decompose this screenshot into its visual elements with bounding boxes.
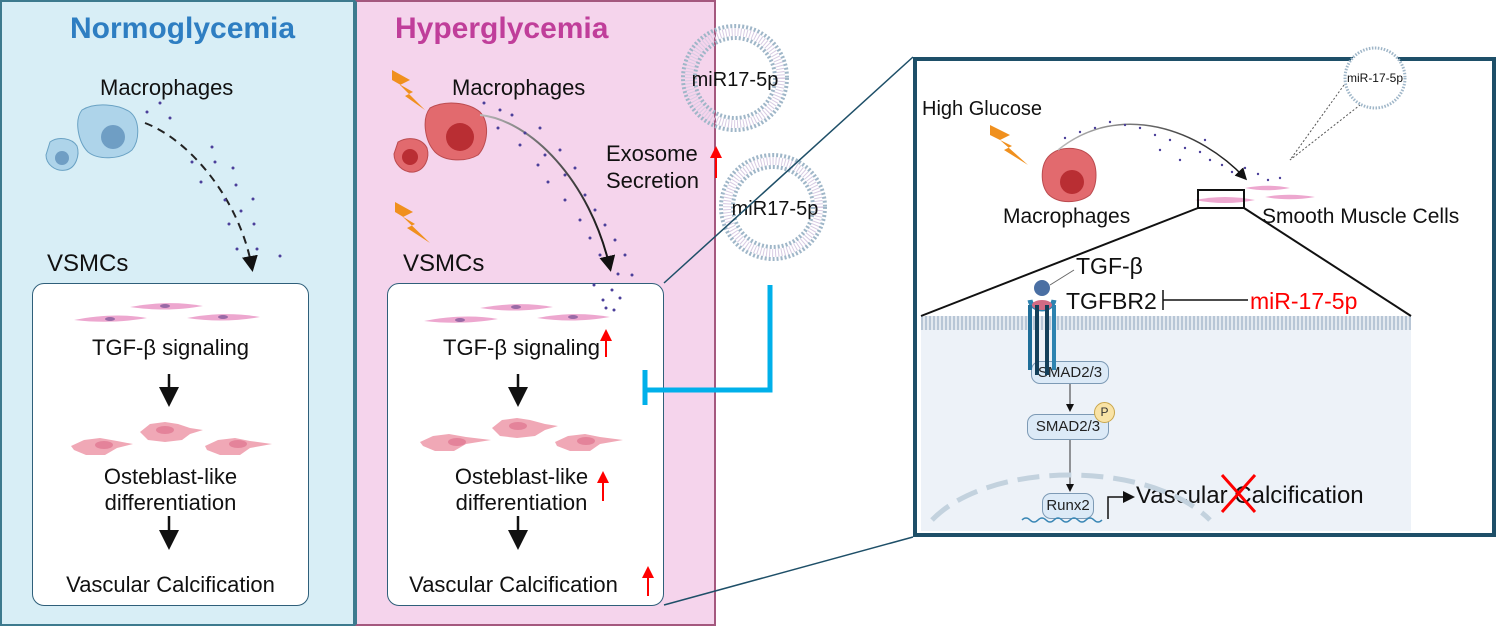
- normo-step-calcification: Vascular Calcification: [66, 572, 275, 597]
- exosome-icon-1: [681, 24, 789, 132]
- detail-smc-cells: [1195, 185, 1315, 203]
- normo-particles: [145, 101, 282, 258]
- hyperglycemia-title: Hyperglycemia: [395, 12, 609, 45]
- blocked-x-icon: [1220, 474, 1257, 513]
- normo-macrophage-icon: [45, 104, 139, 171]
- hyper-step-calcification: Vascular Calcification: [409, 572, 618, 597]
- normo-step-osteo-2: differentiation: [104, 490, 237, 515]
- transcription-arrow-icon: [1107, 491, 1135, 519]
- zoom-connector-top: [663, 56, 914, 284]
- hyper-particles: [482, 101, 634, 312]
- cytoplasm-area: [921, 316, 1411, 531]
- exosome-secretion-label: Exosome Secretion: [606, 141, 699, 193]
- normo-step-tgf: TGF-β signaling: [92, 335, 249, 360]
- tgf-beta-ligand-label: TGF-β: [1076, 253, 1143, 279]
- tgfbr2-label: TGFBR2: [1066, 288, 1157, 314]
- mir-17-5p-inhibitor-label: miR-17-5p: [1250, 288, 1358, 314]
- runx2-box: Runx2: [1042, 493, 1094, 519]
- high-glucose-label: High Glucose: [922, 98, 1043, 120]
- hyper-step-osteo-1: Osteblast-like: [454, 464, 589, 489]
- inhibition-connector: [645, 285, 773, 393]
- tgf-beta-ligand-icon: [1034, 280, 1050, 296]
- detail-smc-label: Smooth Muscle Cells: [1262, 205, 1460, 228]
- high-glucose-lightning-icon: [990, 125, 1028, 165]
- detail-particles: [1063, 120, 1282, 182]
- normo-secretion-arrow: [144, 122, 258, 272]
- detail-secretion-arrow: [1057, 123, 1248, 181]
- zoom-connector-bottom: [663, 536, 914, 606]
- normo-vsmcs-label: VSMCs: [47, 250, 129, 277]
- detail-exosome-cargo-label: miR-17-5p: [1347, 71, 1403, 85]
- hyper-macrophage-icon: [393, 102, 487, 173]
- cell-membrane: [921, 316, 1411, 330]
- detail-macrophages-label: Macrophages: [1003, 205, 1131, 228]
- hyper-step-tgf: TGF-β signaling: [443, 335, 600, 360]
- detail-macrophage-icon: [1041, 147, 1097, 203]
- zoom-line-right: [1243, 207, 1412, 317]
- exosome-cargo-label-1: miR17-5p: [692, 69, 779, 91]
- exosome-cargo-label-2: miR17-5p: [732, 198, 819, 220]
- detail-exosome-icon: [1343, 46, 1407, 110]
- hyper-macrophages-label: Macrophages: [452, 75, 586, 100]
- zoom-line-left: [920, 207, 1199, 317]
- dna-icon: [1021, 517, 1103, 523]
- normo-step-osteo-1: Osteblast-like: [103, 464, 238, 489]
- normo-macrophages-label: Macrophages: [100, 75, 234, 100]
- hyper-osteoblast-cells: [420, 418, 623, 451]
- zoom-selection-box: [1197, 189, 1245, 209]
- hyper-secretion-arrow: [479, 114, 616, 272]
- normoglycemia-title: Normoglycemia: [70, 12, 296, 45]
- phosphate-icon: P: [1094, 402, 1115, 423]
- nucleus-envelope: [930, 472, 1212, 522]
- hyper-vsmcs-label: VSMCs: [403, 250, 485, 277]
- exosome-callout-lines: [1289, 84, 1361, 161]
- hyper-step-osteo-2: differentiation: [455, 490, 588, 515]
- exosome-icon-2: [719, 153, 827, 261]
- lightning-icon: [392, 70, 430, 243]
- tgfbr2-receptor-icon: [1027, 299, 1057, 375]
- normo-osteoblast-cells: [71, 422, 272, 455]
